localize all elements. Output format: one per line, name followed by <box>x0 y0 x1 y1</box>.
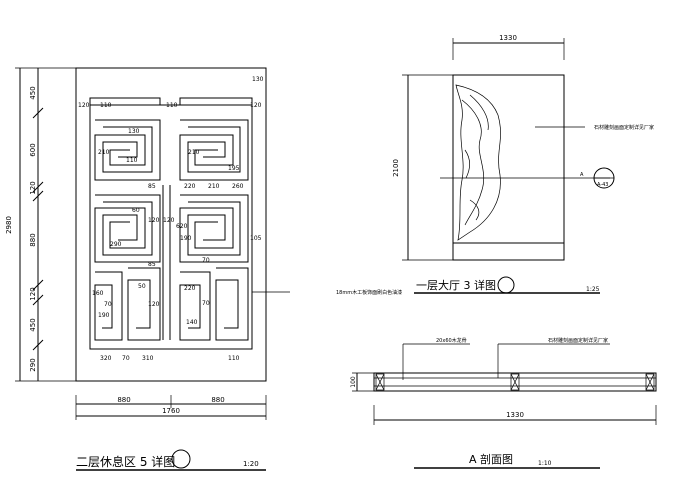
batten-left <box>375 373 385 391</box>
section-marker-bottom: A-43 <box>597 182 608 188</box>
overall-height-label: 2980 <box>5 216 13 234</box>
relief-detail-2 <box>464 94 489 221</box>
inner-dim-label: 110 <box>126 157 138 164</box>
central-spine <box>162 185 171 340</box>
inner-dim-label: 190 <box>180 235 192 242</box>
left-detail-scale: 1:20 <box>243 460 259 468</box>
inner-dim-label: 120 <box>148 217 160 224</box>
right-elevation: 1330 2100 石材雕刻画面定制详见厂家 A A-43 一层大厅 3 详图 … <box>392 34 654 294</box>
section-width-dim: 1330 <box>506 411 524 419</box>
bottom-dim-right: 880 <box>211 396 224 404</box>
inner-dim-label: 220 <box>184 183 196 190</box>
inner-dim-label: 620 <box>176 223 188 230</box>
inner-dim-label: 120 <box>163 217 175 224</box>
section-height-dim: 100 <box>350 376 357 388</box>
bottom-dims: 880 880 1760 <box>75 395 267 420</box>
inner-dim-label: 70 <box>122 355 130 362</box>
vdim-4: 880 <box>29 233 37 246</box>
left-detail-title: 二层休息区 5 详图 <box>76 454 175 469</box>
section-marker-top: A <box>580 172 584 178</box>
inner-dim-label: 85 <box>148 183 156 190</box>
elevation-width-dim: 1330 <box>499 34 517 42</box>
section-scale: 1:10 <box>538 460 552 467</box>
bottom-dim-total: 1760 <box>162 407 180 415</box>
inner-dim-label: 120 <box>78 102 90 109</box>
elevation-height-dim: 2100 <box>392 159 400 177</box>
inner-dim-label: 140 <box>186 319 198 326</box>
inner-dim-label: 60 <box>132 207 140 214</box>
inner-dim-label: 160 <box>92 290 104 297</box>
inner-dim-label: 110 <box>100 102 112 109</box>
title-circle-right <box>497 276 515 294</box>
top-bar-right <box>179 97 253 106</box>
outer-board-frame <box>75 67 267 382</box>
relief-detail-1 <box>461 99 485 226</box>
left-vertical-dims: 2980 450 600 120 880 120 450 290 <box>5 67 76 382</box>
inner-dim-label: 110 <box>228 355 240 362</box>
batten-middle <box>510 373 520 391</box>
spiral-upper-right <box>179 119 249 181</box>
inner-dim-label: 210 <box>208 183 220 190</box>
right-elevation-title: 一层大厅 3 详图 <box>416 278 496 292</box>
inner-dim-label: 70 <box>202 300 210 307</box>
vdim-5: 120 <box>29 287 37 300</box>
inner-dim-label: 260 <box>232 183 244 190</box>
inner-dim-label: 110 <box>166 102 178 109</box>
spiral-middle-right <box>179 194 249 263</box>
inner-dim-label: 70 <box>104 301 112 308</box>
inner-dim-label: 320 <box>100 355 112 362</box>
spiral-middle-left <box>94 194 161 263</box>
panel-base <box>452 242 565 261</box>
inner-dim-label: 70 <box>202 257 210 264</box>
inner-dim-label: 210 <box>98 149 110 156</box>
inner-dim-label: 105 <box>250 235 262 242</box>
bottom-dim-left: 880 <box>117 396 130 404</box>
inner-dim-label: 120 <box>250 102 262 109</box>
vdim-7: 290 <box>29 358 37 371</box>
section-note-left: 20x60木龙骨 <box>436 337 467 344</box>
elevation-note: 石材雕刻画面定制详见厂家 <box>594 124 654 131</box>
inner-panel-frame <box>89 104 253 350</box>
section-body <box>373 372 657 392</box>
section-a: 20x60木龙骨 石材雕刻画面定制详见厂家 100 <box>350 337 657 469</box>
vdim-3: 120 <box>29 181 37 194</box>
title-circle-left <box>171 449 191 469</box>
inner-dim-label: 195 <box>228 165 240 172</box>
inner-dimension-labels: 130 120 110 110 120 130 210 110 210 195 … <box>78 76 264 362</box>
inner-dim-label: 130 <box>252 76 264 83</box>
inner-dim-label: 190 <box>98 312 110 319</box>
left-detail: 2980 450 600 120 880 120 450 290 130 120… <box>5 67 402 471</box>
inner-dim-label: 290 <box>110 241 122 248</box>
spiral-lower-right <box>179 267 249 341</box>
spiral-upper-left <box>94 119 161 181</box>
inner-dim-label: 130 <box>128 128 140 135</box>
spiral-lower-left <box>94 267 161 341</box>
inner-dim-label: 85 <box>148 261 156 268</box>
inner-dim-label: 220 <box>184 285 196 292</box>
carved-relief <box>455 84 501 241</box>
section-note-right: 石材雕刻画面定制详见厂家 <box>548 337 608 344</box>
vdim-2: 600 <box>29 143 37 156</box>
inner-dim-label: 50 <box>138 283 146 290</box>
inner-dim-label: 120 <box>148 301 160 308</box>
lattice-pattern <box>94 119 249 341</box>
section-title: A 剖面图 <box>469 452 513 466</box>
right-elevation-scale: 1:25 <box>586 286 600 293</box>
vdim-6: 450 <box>29 318 37 331</box>
vdim-1: 450 <box>29 86 37 99</box>
inner-dim-label: 210 <box>188 149 200 156</box>
inner-dim-label: 310 <box>142 355 154 362</box>
batten-right <box>645 373 655 391</box>
leader-note: 18mm木工板饰面刷白色油漆 <box>336 289 402 296</box>
top-bar-left <box>89 97 161 106</box>
